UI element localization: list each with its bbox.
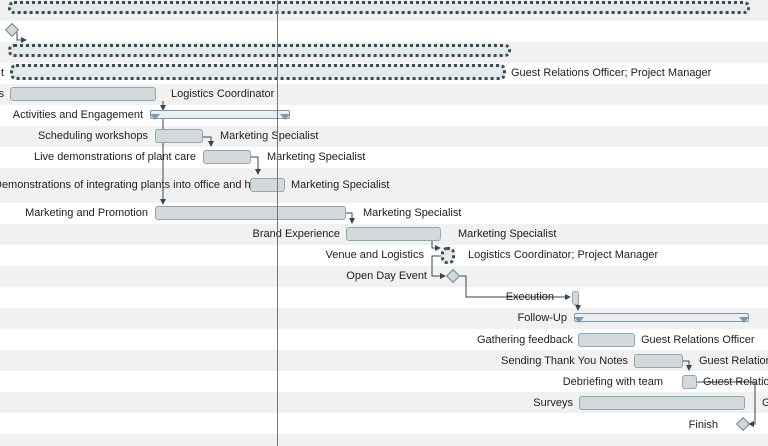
task-resources: G <box>762 397 768 409</box>
summary-cap-right <box>739 317 749 323</box>
link-marketing-to-brand <box>346 212 355 224</box>
gantt-row <box>0 168 768 203</box>
critical-group-bar[interactable] <box>8 44 511 57</box>
gantt-row <box>0 392 768 413</box>
task-name: Activities and Engagement <box>12 109 143 121</box>
task-name: s <box>0 88 4 100</box>
link-workshops-to-live-demos <box>203 136 214 147</box>
task-bar[interactable] <box>578 333 635 347</box>
task-resources: Guest Relations Officer <box>641 334 755 346</box>
summary-cap-right <box>280 114 290 120</box>
task-resources: Logistics Coordinator <box>171 88 275 100</box>
task-name: Brand Experience <box>252 228 340 240</box>
task-resources: Guest Relations <box>699 355 768 367</box>
task-name: t <box>0 67 4 79</box>
link-venue-to-open-day <box>431 255 446 279</box>
summary-bar[interactable] <box>574 313 749 322</box>
link-open-day-to-execution <box>460 275 571 300</box>
summary-cap-left <box>574 317 584 323</box>
critical-summary-bar[interactable] <box>8 1 750 14</box>
task-resources: Marketing Specialist <box>363 207 462 219</box>
task-name: Surveys <box>533 397 573 409</box>
task-bar[interactable] <box>572 291 579 305</box>
task-name: Sending Thank You Notes <box>500 355 628 367</box>
task-bar[interactable] <box>682 375 697 389</box>
task-resources: Logistics Coordinator; Project Manager <box>468 249 659 261</box>
task-bar[interactable] <box>634 354 683 368</box>
task-resources: Marketing Specialist <box>291 179 390 191</box>
task-name: Venue and Logistics <box>325 249 424 261</box>
task-name: Execution <box>505 291 554 303</box>
task-bar[interactable] <box>441 247 455 264</box>
gantt-row <box>0 434 768 446</box>
task-bar[interactable] <box>10 87 156 101</box>
link-thank-you-to-debriefing <box>683 360 692 371</box>
task-resources: Guest Relation <box>703 376 768 388</box>
task-bar[interactable] <box>579 396 745 410</box>
summary-bar[interactable] <box>150 110 290 119</box>
task-bar[interactable] <box>155 206 346 220</box>
task-bar[interactable] <box>250 178 285 192</box>
task-resources: Guest Relations Officer; Project Manager <box>511 67 712 79</box>
task-name: Follow-Up <box>517 312 567 324</box>
task-name: Gathering feedback <box>476 334 573 346</box>
task-bar[interactable] <box>203 150 251 164</box>
task-resources: Marketing Specialist <box>267 151 366 163</box>
task-name: Scheduling workshops <box>37 130 148 142</box>
task-name: Live demonstrations of plant care <box>33 151 196 163</box>
link-start-to-group <box>16 31 27 43</box>
task-bar[interactable] <box>10 64 506 80</box>
gantt-row <box>0 266 768 287</box>
gantt-row <box>0 84 768 105</box>
task-name: Marketing and Promotion <box>25 207 148 219</box>
link-debriefing-to-finish <box>697 381 756 427</box>
task-name: Finish <box>688 419 718 431</box>
task-name: Open Day Event <box>346 270 427 282</box>
gantt-row <box>0 350 768 371</box>
task-resources: Marketing Specialist <box>220 130 319 142</box>
link-live-demos-to-office-demos <box>251 156 261 175</box>
task-name: Debriefing with team <box>562 376 663 388</box>
task-bar[interactable] <box>155 129 203 143</box>
task-name: Demonstrations of integrating plants int… <box>0 179 262 191</box>
today-marker-line <box>277 0 278 446</box>
summary-cap-left <box>150 114 160 120</box>
task-resources: Marketing Specialist <box>458 228 557 240</box>
task-bar[interactable] <box>346 227 441 241</box>
